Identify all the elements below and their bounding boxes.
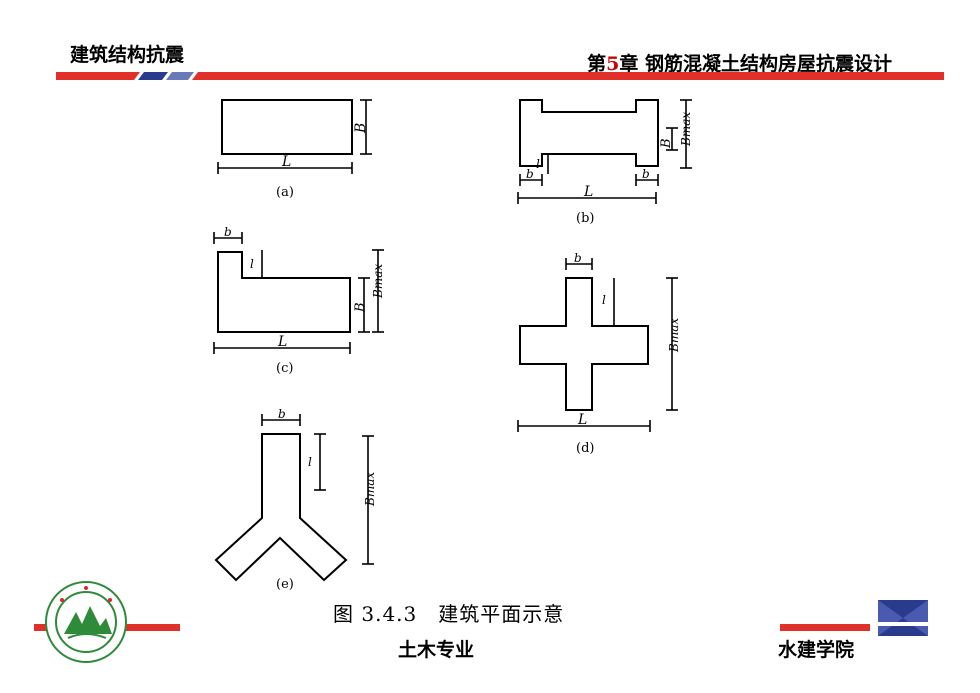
figure-caption: 图 3.4.3 建筑平面示意 <box>333 602 565 626</box>
panel-label-d: (d) <box>576 441 594 456</box>
dim-b-c: b <box>224 225 232 239</box>
chapter-suffix: 章 钢筋混凝土结构房屋抗震设计 <box>619 53 892 75</box>
panel-label-e: (e) <box>276 577 294 592</box>
dim-l-e: l <box>308 455 312 469</box>
dim-l-c: l <box>250 257 254 271</box>
dim-B-c: B <box>353 302 368 313</box>
dim-L-a: L <box>281 154 291 170</box>
corner-decoration <box>878 600 928 636</box>
dim-b-e: b <box>278 407 286 421</box>
chapter-prefix: 第 <box>587 53 607 75</box>
dim-L-b: L <box>583 184 593 200</box>
dim-b-d: b <box>574 251 582 265</box>
dim-Bmax-b: Bmax <box>679 112 693 147</box>
dim-L-c: L <box>277 334 287 350</box>
dim-B-a: B <box>353 123 369 134</box>
dim-b2-b: b <box>642 167 650 181</box>
panel-label-b: (b) <box>576 211 594 226</box>
dim-l-b: l <box>536 157 540 171</box>
dim-Bmax-d: Bmax <box>667 318 681 353</box>
dim-Bmax-e: Bmax <box>363 472 377 507</box>
course-title: 建筑结构抗震 <box>70 44 185 66</box>
plan-figure: B L (a) B Bmax l b b L (b) b l B <box>178 82 782 630</box>
university-logo <box>45 581 127 663</box>
dim-L-d: L <box>577 412 587 428</box>
dim-b1-b: b <box>526 167 534 181</box>
panel-label-c: (c) <box>276 361 293 376</box>
footer-red-bar-right <box>780 624 870 631</box>
panel-label-a: (a) <box>276 185 294 200</box>
chapter-title: 第5章 钢筋混凝土结构房屋抗震设计 <box>587 49 892 76</box>
footer-major: 土木专业 <box>398 639 475 661</box>
chapter-number: 5 <box>606 53 620 75</box>
header-stripe <box>56 72 944 80</box>
dim-Bmax-c: Bmax <box>371 264 385 299</box>
dim-B-b: B <box>659 138 674 149</box>
dim-l-d: l <box>602 293 606 307</box>
footer-college: 水建学院 <box>778 639 855 661</box>
plan-diagram: B L (a) B Bmax l b b L (b) b l B <box>213 99 693 592</box>
